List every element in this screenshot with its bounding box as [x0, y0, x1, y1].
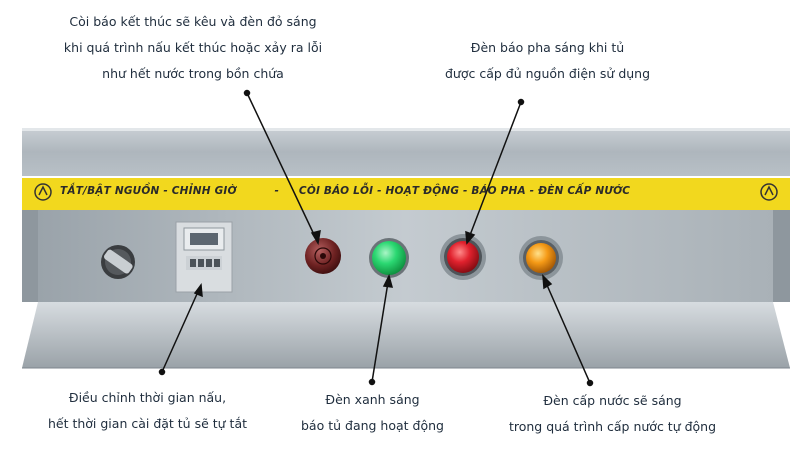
pointer-lines — [158, 89, 594, 387]
timer-icon — [175, 221, 233, 293]
annotation-line: báo tủ đang hoạt động — [301, 418, 444, 433]
water-light-annotation: Đèn cấp nước sẽ sáng trong quá trình cấp… — [495, 388, 730, 440]
annotation-line: Đèn báo pha sáng khi tủ — [470, 40, 625, 55]
banner-right-label: CÒI BÁO LỖI - HOẠT ĐỘNG - BÁO PHA - ĐÈN … — [298, 185, 631, 197]
power-switch-icon — [101, 245, 135, 279]
red-light-icon — [440, 234, 486, 280]
annotation-line: hết thời gian cài đặt tủ sẽ tự tắt — [47, 416, 248, 431]
brand-logo-icon — [34, 183, 52, 201]
banner-label: TẮT/BẬT NGUỒN - CHỈNH GIỜ - CÒI BÁO LỖI … — [60, 185, 630, 207]
green-light-icon — [369, 238, 409, 278]
banner-left-label: TẮT/BẬT NGUỒN - CHỈNH GIỜ — [60, 185, 237, 197]
annotation-line: Đèn xanh sáng — [325, 392, 420, 407]
green-light-annotation: Đèn xanh sáng báo tủ đang hoạt động — [290, 387, 455, 439]
buzzer-annotation: Còi báo kết thúc sẽ kêu và đèn đỏ sáng k… — [58, 9, 328, 87]
annotation-line: như hết nước trong bồn chứa — [102, 66, 284, 81]
buzzer-icon — [305, 238, 341, 274]
annotation-line: được cấp đủ nguồn điện sử dụng — [444, 66, 651, 81]
brand-logo-icon — [760, 183, 778, 201]
annotation-line: Điều chỉnh thời gian nấu, — [68, 390, 227, 405]
annotation-line: trong quá trình cấp nước tự động — [508, 419, 717, 434]
banner-separator: - — [274, 185, 280, 197]
annotation-line: Còi báo kết thúc sẽ kêu và đèn đỏ sáng — [69, 14, 317, 29]
phase-light-annotation: Đèn báo pha sáng khi tủ được cấp đủ nguồ… — [430, 35, 665, 87]
annotation-line: khi quá trình nấu kết thúc hoặc xảy ra l… — [63, 40, 323, 55]
annotation-line: Đèn cấp nước sẽ sáng — [543, 393, 682, 408]
timer-annotation: Điều chỉnh thời gian nấu, hết thời gian … — [40, 385, 255, 437]
amber-light-icon — [519, 236, 563, 280]
